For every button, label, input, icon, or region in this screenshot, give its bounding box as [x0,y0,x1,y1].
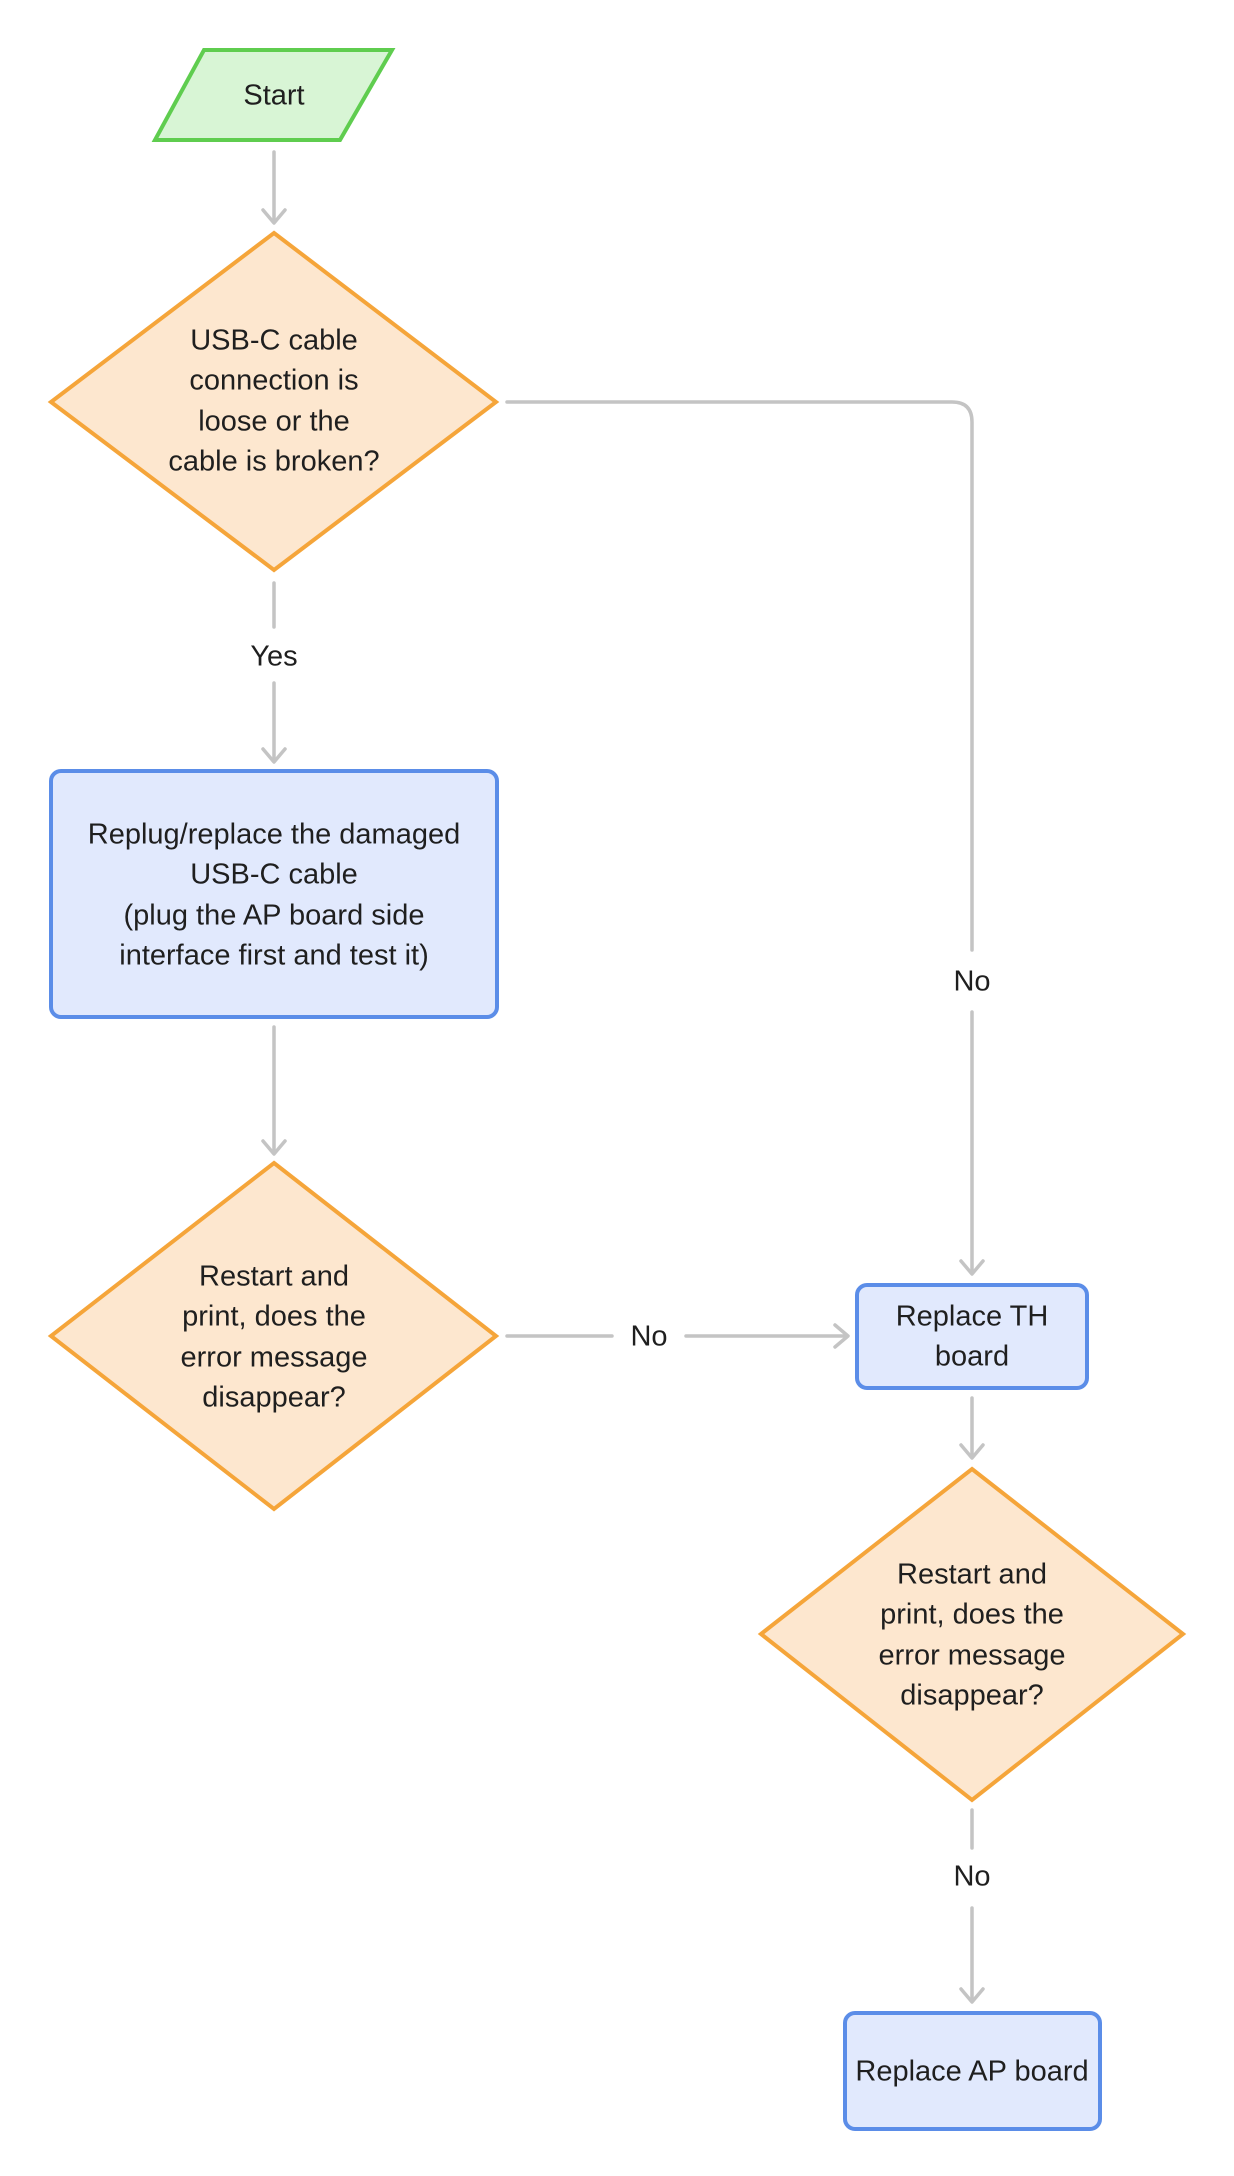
edge-restart1-no: No [505,1321,850,1353]
edge-th-to-restart2 [959,1396,985,1460]
edge-label-no-3: No [953,1861,990,1893]
restart-check-1-diamond [47,1160,500,1512]
edge-start-to-cable [261,150,287,225]
node-replace-th: Replace TH board [855,1283,1089,1390]
edge-label-no-1: No [953,966,990,998]
restart-check-2-line-1: Restart and [897,1559,1047,1591]
replace-th-line-2: board [935,1341,1009,1373]
node-cable-check: USB-C cable connection is loose or the c… [47,230,500,573]
restart-check-1-line-2: print, does the [182,1301,366,1333]
edge-restart2-no: No [953,1808,991,2004]
start-label: Start [243,80,304,112]
edge-label-yes: Yes [250,641,297,673]
cable-check-line-2: connection is [189,365,358,397]
cable-check-diamond [47,230,500,573]
restart-check-2-line-4: disappear? [900,1680,1044,1712]
start-parallelogram [151,48,396,142]
node-start: Start [151,48,396,142]
replug-box [49,769,499,1019]
replace-ap-box [843,2011,1102,2131]
restart-check-2-line-2: print, does the [880,1599,1064,1631]
replug-line-2: USB-C cable [190,859,358,891]
replug-line-1: Replug/replace the damaged [88,819,460,851]
restart-check-2-line-3: error message [879,1640,1066,1672]
node-restart-check-2: Restart and print, does the error messag… [757,1466,1187,1803]
restart-check-1-line-3: error message [181,1342,368,1374]
restart-check-1-line-1: Restart and [199,1261,349,1293]
edge-label-no-2: No [630,1321,667,1353]
edge-cable-yes: Yes [250,581,298,764]
node-replug: Replug/replace the damaged USB-C cable (… [49,769,499,1019]
cable-check-line-3: loose or the [198,406,350,438]
restart-check-1-line-4: disappear? [202,1382,346,1414]
node-restart-check-1: Restart and print, does the error messag… [47,1160,500,1512]
edge-cable-no: No [505,400,991,1276]
replace-ap-label: Replace AP board [855,2056,1088,2088]
edge-replug-to-restart1 [261,1025,287,1156]
replug-line-3: (plug the AP board side [124,900,425,932]
restart-check-2-diamond [757,1466,1187,1803]
replace-th-box [855,1283,1089,1390]
cable-check-line-4: cable is broken? [168,446,379,478]
replace-th-line-1: Replace TH [896,1301,1049,1333]
node-replace-ap: Replace AP board [843,2011,1102,2131]
cable-check-line-1: USB-C cable [190,325,358,357]
replug-line-4: interface first and test it) [119,940,428,972]
